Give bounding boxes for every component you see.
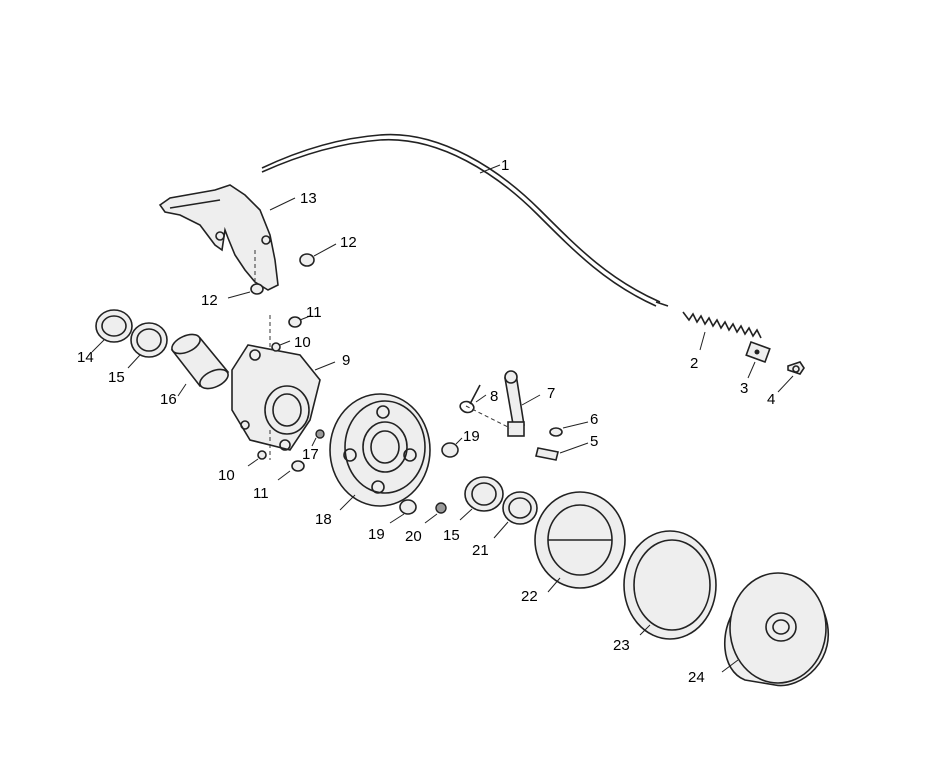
- callout-21: 21: [472, 542, 489, 559]
- callout-24: 24: [688, 669, 705, 686]
- bolt-5: [535, 442, 589, 461]
- brake-shoes: [534, 491, 626, 593]
- callout-6: 6: [590, 411, 598, 428]
- callout-14: 14: [77, 349, 94, 366]
- callout-7: 7: [547, 385, 555, 402]
- brake-mount-bracket: [231, 315, 336, 460]
- bolt-6: [549, 421, 589, 437]
- callout-15-left: 15: [108, 369, 125, 386]
- seal-ring-21: [493, 491, 538, 539]
- callout-12-upper: 12: [340, 234, 357, 251]
- sleeve-16: [170, 333, 230, 397]
- callout-3: 3: [740, 380, 748, 397]
- callout-2: 2: [690, 355, 698, 372]
- pin-19-lower: [389, 499, 417, 524]
- callout-10-upper: 10: [294, 334, 311, 351]
- bolt-11-lower: [277, 460, 305, 481]
- callout-12-lower: 12: [201, 292, 218, 309]
- callout-5: 5: [590, 433, 598, 450]
- callout-10-lower: 10: [218, 467, 235, 484]
- brake-backing-plate: [329, 393, 431, 511]
- nut-10-lower: [247, 450, 267, 467]
- wing-nut: [777, 361, 805, 393]
- seal-ring-15-left: [127, 322, 168, 369]
- nut-17: [311, 429, 325, 447]
- callout-16: 16: [160, 391, 177, 408]
- callout-13: 13: [300, 190, 317, 207]
- torsion-spring-8: [459, 384, 487, 414]
- callout-15-right: 15: [443, 527, 460, 544]
- nut-20: [424, 502, 447, 524]
- bolt-11-upper: [288, 315, 311, 328]
- callout-23: 23: [613, 637, 630, 654]
- brake-arm: [465, 370, 541, 437]
- brake-drum-ring: [623, 530, 717, 640]
- seal-ring-15-right: [459, 476, 504, 521]
- bolt-12-lower: [227, 283, 264, 299]
- cable-adjuster-block: [745, 340, 771, 379]
- brake-cable: [261, 133, 669, 307]
- callout-18: 18: [315, 511, 332, 528]
- brake-drum: [721, 572, 830, 687]
- callout-8: 8: [490, 388, 498, 405]
- nut-10-upper: [271, 340, 291, 352]
- callout-11-upper: 11: [306, 304, 322, 321]
- callout-9: 9: [342, 352, 350, 369]
- callout-4: 4: [767, 391, 775, 408]
- seal-ring-14: [91, 309, 133, 353]
- return-spring: [682, 311, 762, 351]
- bolt-12-upper: [299, 243, 337, 267]
- callout-11-lower: 11: [253, 485, 269, 502]
- callout-1: 1: [501, 157, 509, 174]
- callout-19-lower: 19: [368, 526, 385, 543]
- callout-20: 20: [405, 528, 422, 545]
- callout-19-upper: 19: [463, 428, 480, 445]
- brake-cover: [158, 184, 296, 291]
- callout-17: 17: [302, 446, 319, 463]
- callout-22: 22: [521, 588, 538, 605]
- pin-19-upper: [441, 437, 463, 458]
